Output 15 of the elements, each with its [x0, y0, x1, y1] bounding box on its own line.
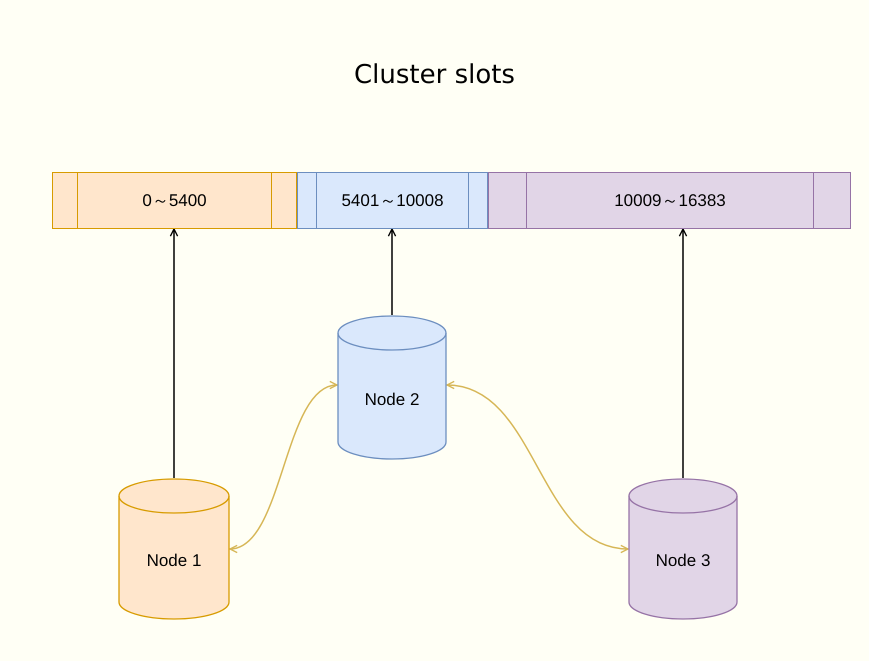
diagram-title: Cluster slots	[353, 59, 516, 92]
node-label: 10009～16383	[614, 190, 726, 212]
node-label: 5401～10008	[341, 190, 444, 212]
node-label: Node 1	[146, 551, 202, 570]
node-label: Node 2	[364, 390, 420, 408]
slot-range-box	[488, 172, 851, 229]
node-label: Node 3	[656, 551, 710, 570]
slot-range-box	[52, 172, 297, 229]
arrow	[446, 382, 629, 552]
arrow	[229, 382, 338, 552]
arrow	[388, 228, 396, 315]
arrow	[678, 228, 688, 478]
node-label: 0～5400	[142, 190, 207, 212]
slot-range-box	[297, 172, 488, 229]
arrow	[170, 228, 178, 478]
